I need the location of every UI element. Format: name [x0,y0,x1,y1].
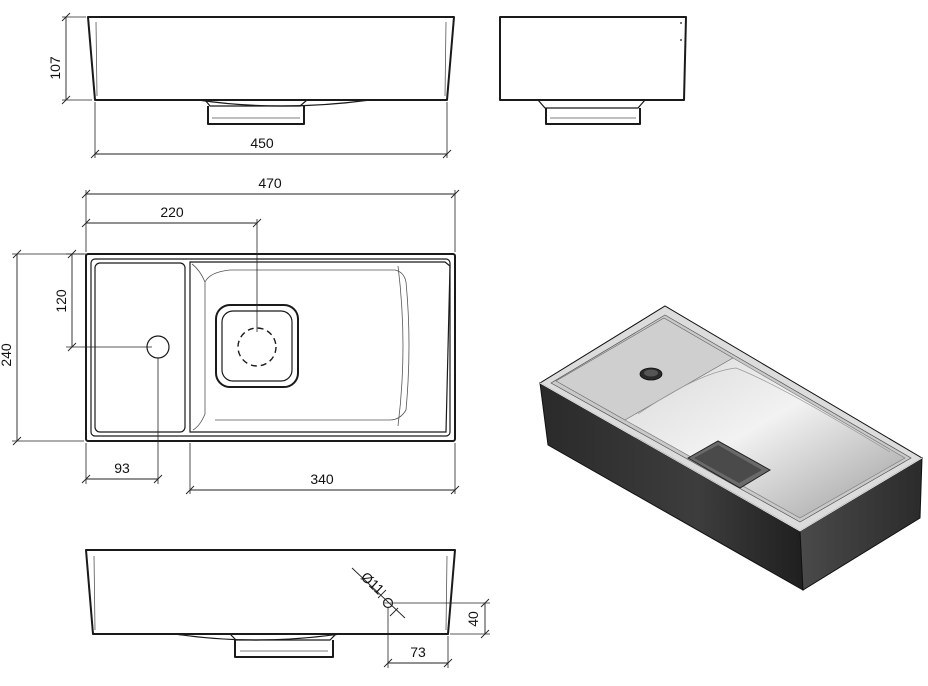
dim-rear-hole-offset: 73 [383,608,453,668]
dim-hole-offset-y-label: 120 [53,289,69,313]
dim-hole-offset-x: 93 [81,358,163,484]
basin-3d-render [539,305,923,591]
side-view [499,16,687,125]
top-view [85,253,456,442]
dim-rear-hole-offset-label: 73 [410,644,426,660]
dim-rear-hole-height: 40 [392,598,490,639]
dim-overall-length: 470 [81,175,460,252]
dim-overall-depth-label: 240 [0,343,14,367]
dim-front-width: 450 [90,102,452,159]
front-view [87,16,455,125]
dim-basin-length: 340 [185,443,460,495]
rear-view [85,549,456,658]
drain-hole [237,327,277,367]
dim-rear-hole-height-label: 40 [465,611,481,627]
dim-overall-length-label: 470 [258,175,282,191]
dim-front-height: 107 [47,12,92,105]
dim-drain-offset: 220 [81,204,262,332]
dim-front-height-label: 107 [47,56,63,80]
dim-basin-length-label: 340 [310,471,334,487]
dim-hole-offset-x-label: 93 [114,460,130,476]
dim-front-width-label: 450 [250,135,274,151]
dim-hole-offset-y: 120 [53,249,152,352]
dim-hole-diameter: Ø11 [351,567,406,619]
dim-overall-depth: 240 [0,249,84,446]
dim-drain-offset-label: 220 [160,204,184,220]
